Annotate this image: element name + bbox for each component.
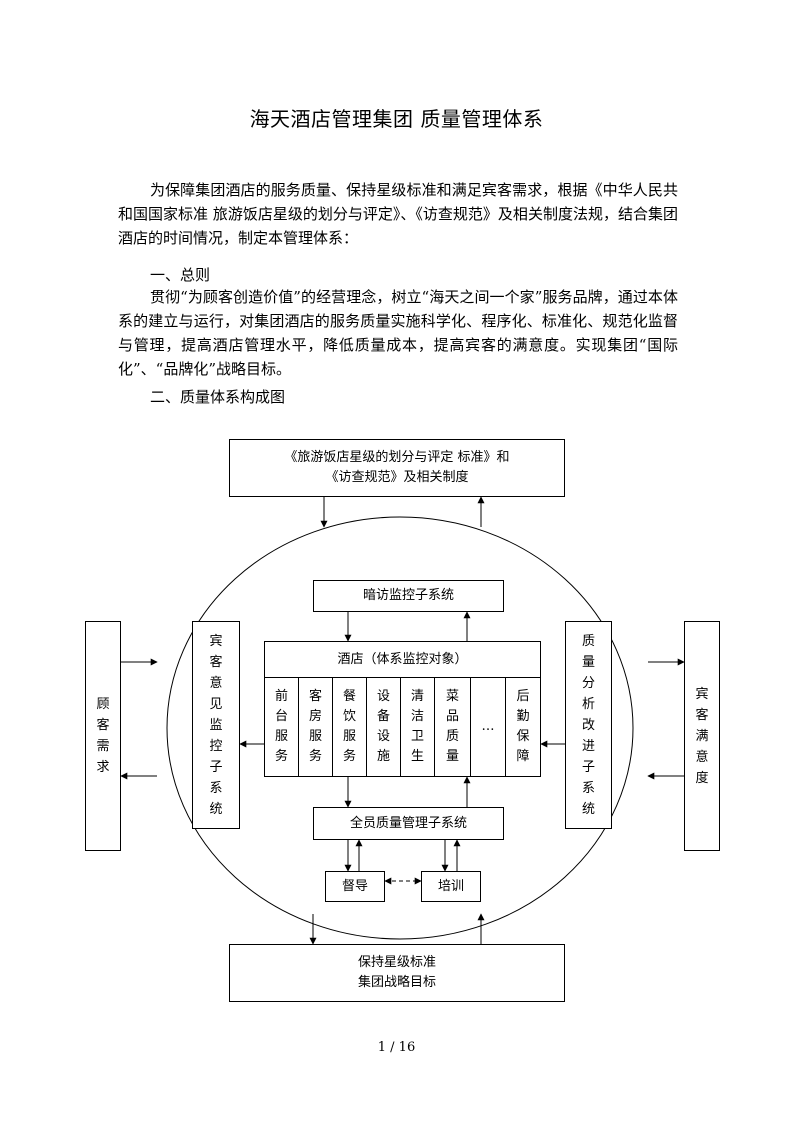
customer-needs-box: 顾 客 需 求 [85,621,121,851]
box-char: 意 [209,675,223,691]
box-char: 分 [581,675,595,691]
box-char: 析 [581,696,595,712]
box-char: 客 [695,707,709,723]
dept-char: 卫 [410,729,424,744]
dept-char: 清 [410,689,424,704]
dept-char: 前 [274,689,288,704]
dept-char: 保 [516,729,530,744]
mystery-visit-label: 暗访监控子系统 [362,588,454,603]
dept-char: 服 [342,729,356,744]
hotel-label: 酒店（体系监控对象） [337,652,468,667]
box-char: 客 [209,654,223,670]
supervision-box: 督导 [325,871,385,902]
box-char: 进 [581,738,595,754]
section-heading-general: 一、总则 [150,266,211,284]
standards-line1: 《旅游饭店星级的划分与评定 标准》和 [284,450,510,465]
dept-char: 设 [376,729,390,744]
goals-box: 保持星级标准 集团战略目标 [229,944,565,1002]
dept-char: 客 [308,689,322,704]
box-char: 监 [209,717,223,733]
dept-char: 设 [376,689,390,704]
department-food-beverage: 餐 饮 服 务 [332,677,367,777]
training-box: 培训 [421,871,481,902]
goals-line1: 保持星级标准 [357,955,436,970]
box-char: 系 [209,780,223,796]
quality-analysis-box: 质 量 分 析 改 进 子 系 统 [565,621,612,829]
dept-char: 障 [516,749,530,764]
section-heading-diagram: 二、质量体系构成图 [150,388,286,406]
box-char: 系 [581,780,595,796]
box-char: 宾 [209,633,223,649]
guest-satisfaction-box: 宾 客 满 意 度 [684,621,720,851]
dept-char: 量 [445,749,459,764]
box-char: 子 [581,759,595,775]
department-front-desk: 前 台 服 务 [264,677,299,777]
hotel-box: 酒店（体系监控对象） [264,641,541,678]
dept-char: 服 [274,729,288,744]
intro-paragraph: 为保障集团酒店的服务质量、保持星级标准和满足宾客需求，根据《中华人民共和国国家标… [118,181,678,247]
guest-opinion-box: 宾 客 意 见 监 控 子 系 统 [192,621,240,829]
department-housekeeping: 客 房 服 务 [298,677,333,777]
dept-char: 务 [342,749,356,764]
dept-char: 洁 [410,709,424,724]
dept-char: 生 [410,749,424,764]
box-char: 宾 [695,686,709,702]
box-char: 度 [695,770,709,786]
box-char: 求 [96,760,110,775]
dept-char: 品 [445,709,459,724]
dept-char: … [481,719,495,734]
department-logistics: 后 勤 保 障 [505,677,541,777]
dept-char: 台 [274,709,288,724]
dept-char: 施 [376,749,390,764]
department-ellipsis: … [470,677,506,777]
dept-char: 后 [516,689,530,704]
standards-line2: 《访查规范》及相关制度 [325,470,469,485]
dept-char: 勤 [516,709,530,724]
dept-char: 备 [376,709,390,724]
goals-line2: 集团战略目标 [357,975,436,990]
mystery-visit-box: 暗访监控子系统 [313,580,504,612]
dept-char: 务 [274,749,288,764]
system-boundary-ellipse [166,516,634,940]
box-char: 改 [581,717,595,733]
box-char: 需 [96,739,110,754]
training-label: 培训 [437,879,464,894]
general-paragraph: 贯彻“为顾客创造价值”的经营理念，树立“海天之间一个家”服务品牌，通过本体系的建… [118,288,678,378]
box-char: 见 [209,696,223,712]
department-facilities: 设 备 设 施 [366,677,401,777]
dept-char: 饮 [342,709,356,724]
dept-char: 服 [308,729,322,744]
document-title: 海天酒店管理集团 质量管理体系 [249,107,544,131]
supervision-label: 督导 [341,879,368,894]
dept-char: 务 [308,749,322,764]
dept-char: 餐 [342,689,356,704]
full-staff-label: 全员质量管理子系统 [349,816,467,831]
page-number: 1 / 16 [377,1040,416,1055]
box-char: 意 [695,749,709,765]
box-char: 满 [695,728,709,744]
department-cleaning: 清 洁 卫 生 [400,677,435,777]
dept-char: 菜 [445,689,459,704]
box-char: 量 [581,654,595,670]
box-char: 统 [209,801,223,817]
box-char: 顾 [96,697,110,712]
dept-char: 质 [445,729,459,744]
box-char: 客 [96,718,110,733]
box-char: 子 [209,759,223,775]
box-char: 质 [581,633,595,649]
box-char: 控 [209,738,223,754]
standards-box: 《旅游饭店星级的划分与评定 标准》和 《访查规范》及相关制度 [229,439,565,497]
box-char: 统 [581,801,595,817]
department-dish-quality: 菜 品 质 量 [434,677,471,777]
full-staff-box: 全员质量管理子系统 [313,807,504,840]
dept-char: 房 [308,709,322,724]
